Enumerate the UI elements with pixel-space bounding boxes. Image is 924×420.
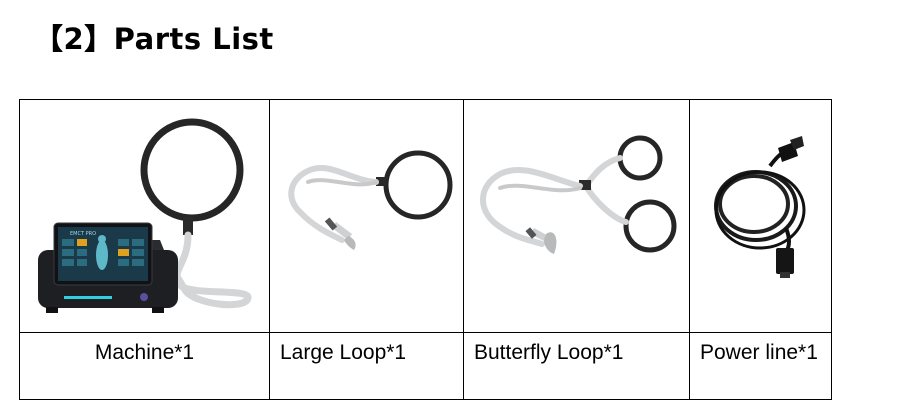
part-label: Power line*1: [700, 341, 818, 364]
machine-icon: EMCT PRO: [38, 118, 252, 313]
part-label: Butterfly Loop*1: [474, 341, 624, 364]
large-loop-label-cell: Large Loop*1: [269, 332, 464, 400]
machine-label-cell: Machine*1: [19, 332, 270, 400]
butterfly-loop-label-cell: Butterfly Loop*1: [463, 332, 690, 400]
large-loop-icon: [288, 150, 453, 250]
page-title: 【2】Parts List: [34, 22, 274, 56]
power-line-icon: [714, 136, 806, 278]
part-label: Machine*1: [94, 341, 195, 364]
power-line-label-cell: Power line*1: [689, 332, 832, 400]
butterfly-loop-icon: [480, 135, 677, 254]
parts-table: EMCT PRO: [19, 99, 832, 400]
large-loop-image-cell: [269, 99, 464, 333]
machine-image-cell: EMCT PRO: [19, 99, 270, 333]
power-line-image-cell: [689, 99, 832, 333]
part-label: Large Loop*1: [280, 341, 407, 364]
device-screen-text: EMCT PRO: [70, 231, 96, 237]
butterfly-loop-image-cell: [463, 99, 690, 333]
parts-label-row: Machine*1 Large Loop*1 Butterfly Loop*1 …: [19, 332, 832, 400]
parts-image-row: EMCT PRO: [19, 99, 832, 333]
